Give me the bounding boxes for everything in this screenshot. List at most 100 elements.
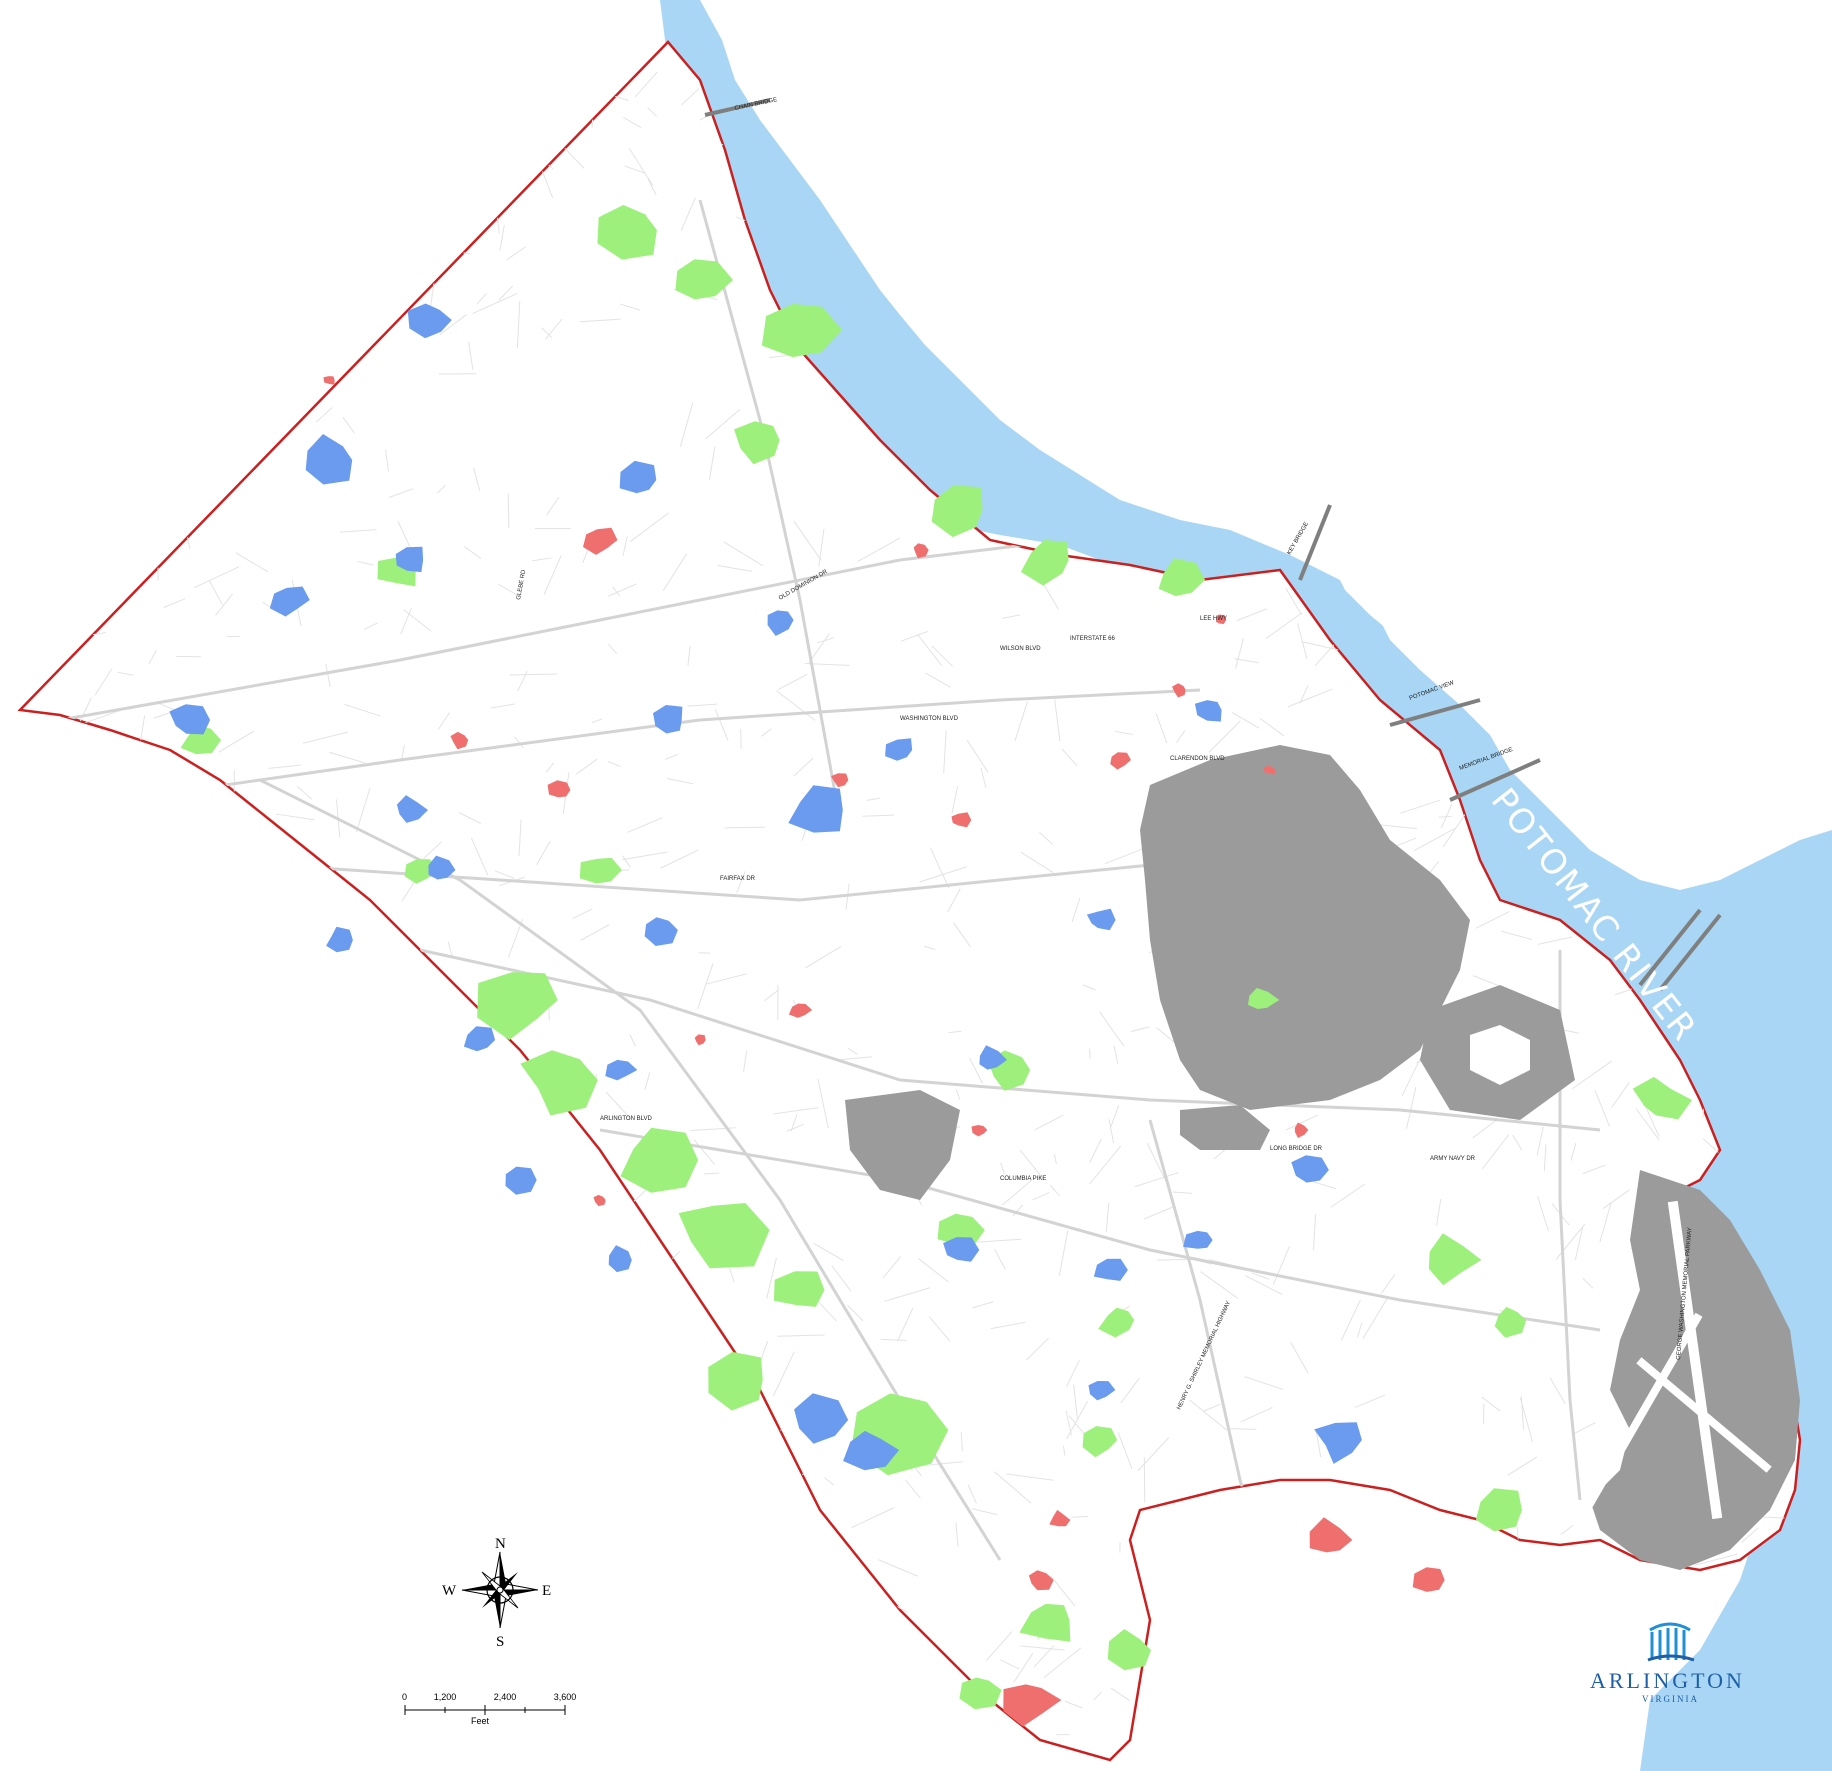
street-segment [1536,1126,1544,1156]
street-segment [1574,1422,1596,1434]
street-segment [1375,79,1397,115]
street-segment [403,609,432,632]
street-segment [148,650,157,665]
street-segment [929,847,950,889]
street-segment [1599,1202,1612,1243]
street-segment [129,1012,139,1028]
street-segment [427,1418,452,1439]
street-segment [851,1507,895,1529]
street-segment [1619,137,1651,174]
county-facility [913,543,929,559]
street-segment [1537,1196,1549,1232]
street-segment [885,1634,894,1643]
street-segment [133,1206,153,1215]
street-segment [423,225,437,263]
street-segment [298,1515,327,1540]
street-segment [697,963,714,1010]
street-segment [338,246,378,278]
street-segment [1175,730,1186,744]
street-segment [579,1436,587,1452]
street-segment [1567,345,1584,348]
street-segment [1184,164,1220,179]
street-segment [509,1205,541,1242]
street-segment [803,1510,814,1552]
street-segment [215,593,233,616]
park-parcel [708,1351,763,1411]
street-segment [1346,1713,1363,1737]
street-segment [1445,1640,1449,1665]
street-segment [1557,362,1576,388]
street-segment [956,281,975,284]
school-parcel [943,1237,980,1262]
street-segment [705,973,747,985]
school-parcel [396,795,428,823]
street-segment [232,1037,255,1058]
street-segment [145,1643,169,1683]
street-segment [239,292,248,306]
street-segment [1568,437,1591,473]
street-segment [473,467,481,492]
street-segment [905,1480,921,1499]
logo-title: ARLINGTON [1590,1668,1745,1693]
street-segment [1000,1162,1006,1175]
county-facility [1412,1567,1445,1592]
street-segment [1219,485,1255,501]
street-segment [153,712,170,719]
scale-tick-3: 3,600 [554,1692,577,1702]
street-segment [100,1688,134,1711]
street-segment [1612,1624,1621,1633]
street-segment [1127,433,1139,444]
street-segment [948,1030,962,1034]
street-segment [1502,64,1511,78]
street-segment [1512,137,1538,152]
street-segment [1726,848,1750,852]
parks-layer [180,205,1692,1710]
arterial-road [599,1128,1601,1332]
street-segment [69,798,76,835]
street-segment [1025,1337,1049,1361]
street-segment [1089,1048,1091,1059]
street-segment [862,814,895,817]
street-segment [644,1071,651,1090]
street-segment [1370,339,1400,365]
scale-unit: Feet [471,1716,490,1726]
street-segment [255,163,260,186]
street-segment [1665,205,1706,215]
street-segment [85,1450,130,1466]
street-segment [878,1559,919,1577]
street-segment [432,1348,442,1375]
street-segment [1066,1401,1088,1440]
memorial-bridge [1449,758,1541,802]
street-segment [163,598,186,608]
street-segment [55,291,89,309]
street-segment [736,871,746,894]
street-segment [603,1400,616,1448]
street-segment [1717,1587,1727,1611]
street-segment [1725,815,1755,848]
street-segment [899,59,915,97]
street-segment [817,637,835,644]
street-segment [1408,292,1416,319]
street-segment [138,183,157,198]
street-segment [600,1729,633,1738]
north-arrow-icon [461,1551,539,1629]
street-segment [1660,622,1666,658]
street-segment [1549,1656,1573,1669]
street-segment [69,874,91,880]
street-segment [619,303,641,311]
street-segment [487,1673,496,1692]
street-segment [1204,1724,1211,1737]
street-segment [394,1418,398,1454]
street-segment [1204,485,1208,508]
street-segment [1586,1734,1635,1749]
street-segment [1066,1360,1080,1388]
park-parcel [1475,1488,1522,1532]
park-parcel [180,725,221,755]
street-segment [994,1471,1032,1504]
street-segment [355,787,371,833]
street-segment [270,1144,290,1161]
street-segment [973,224,977,256]
street-segment [1032,1191,1050,1201]
street-segment [47,1566,68,1596]
